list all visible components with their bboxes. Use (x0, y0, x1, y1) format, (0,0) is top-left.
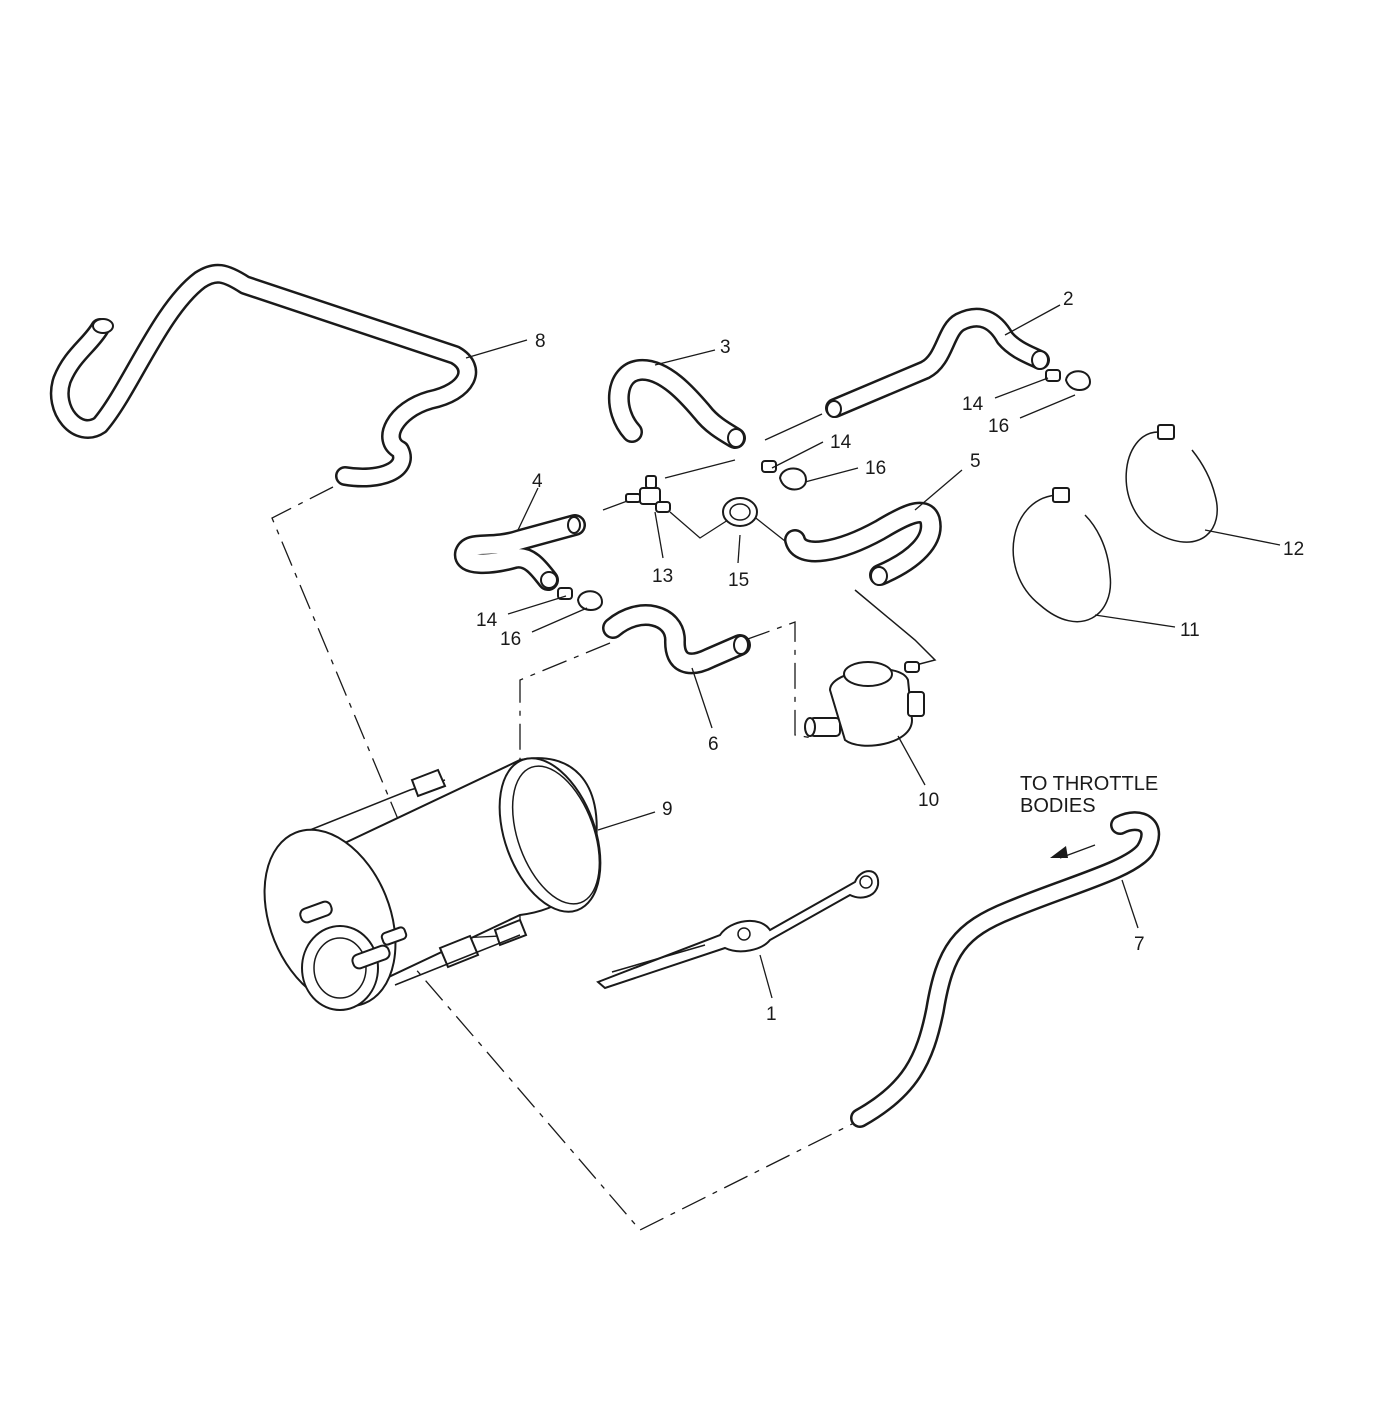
callout-12: 12 (1283, 539, 1304, 560)
canister-9 (263, 757, 602, 1011)
callout-16-right: 16 (988, 416, 1009, 437)
callout-3: 3 (720, 337, 731, 358)
clip-15 (722, 497, 758, 527)
callout-11: 11 (1180, 620, 1200, 641)
callout-2: 2 (1063, 289, 1074, 310)
callout-13: 13 (652, 566, 673, 587)
connection-lines (271, 413, 937, 1231)
callout-16-middle: 16 (865, 458, 886, 479)
callout-7: 7 (1134, 934, 1145, 955)
bracket-1 (596, 870, 880, 990)
callout-15: 15 (728, 570, 749, 591)
callout-1: 1 (766, 1004, 777, 1025)
hose-8 (50, 263, 478, 488)
leader-lines (465, 304, 1281, 999)
callout-8: 8 (535, 331, 546, 352)
note-line-1: TO THROTTLE (1020, 773, 1158, 795)
callout-14-right: 14 (962, 394, 984, 415)
throttle-bodies-note: TO THROTTLE BODIES (1020, 773, 1158, 817)
hose-7 (850, 811, 1161, 1128)
callout-labels: 1 2 3 4 5 6 7 8 9 10 11 12 13 14 14 14 1… (476, 289, 1304, 1025)
hose-2 (825, 307, 1050, 418)
band-clamps-11-12 (1012, 424, 1218, 623)
connector-13 (625, 475, 671, 513)
hose-5 (784, 501, 942, 586)
hose-4 (453, 514, 586, 591)
hose-3 (607, 359, 746, 449)
callout-4: 4 (532, 471, 543, 492)
callout-6: 6 (708, 734, 719, 755)
callout-14-middle: 14 (830, 432, 852, 453)
callout-10: 10 (918, 790, 939, 811)
purge-valve-10 (804, 661, 925, 747)
hose-6 (602, 604, 751, 675)
callout-16-left: 16 (500, 629, 521, 650)
callout-14-left: 14 (476, 610, 498, 631)
fittings-14-16 (557, 369, 1092, 611)
note-line-2: BODIES (1020, 795, 1096, 817)
callout-5: 5 (970, 451, 981, 472)
callout-9: 9 (662, 799, 673, 820)
